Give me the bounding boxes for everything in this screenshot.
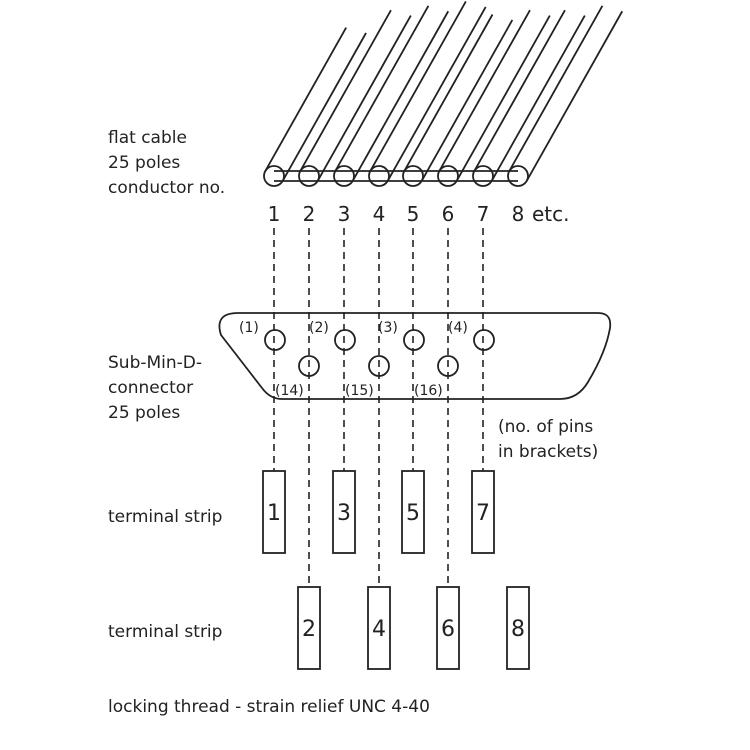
pin-label: (4)	[448, 320, 468, 336]
terminal-number: 2	[302, 617, 316, 642]
conductor-line	[369, 1, 467, 172]
conductor-circle	[298, 165, 320, 187]
conductor-line	[351, 10, 450, 182]
conductor-line	[299, 9, 392, 172]
terminal-box	[401, 470, 425, 554]
terminal-box	[471, 470, 495, 554]
conductor-line	[264, 27, 347, 172]
terminal-number: 4	[372, 617, 386, 642]
pin-circle	[334, 329, 356, 351]
conductor-circle	[263, 165, 285, 187]
conductor-circle	[402, 165, 424, 187]
conductor-circle	[507, 165, 529, 187]
terminal-box	[506, 586, 530, 670]
conductor-circle	[368, 165, 390, 187]
terminal-number: 3	[337, 501, 351, 526]
pin-circle	[473, 329, 495, 351]
conductor-line	[420, 19, 514, 182]
conductor-number: 7	[477, 202, 490, 226]
conductor-etc: etc.	[532, 202, 570, 226]
terminal-strip-bottom-label: terminal strip	[108, 622, 222, 642]
conductor-line	[438, 9, 531, 172]
terminal-strip-top-label: terminal strip	[108, 507, 222, 527]
conductor-line	[473, 9, 566, 172]
pin-circle	[298, 355, 320, 377]
conductor-circle	[333, 165, 355, 187]
connector-label-2: connector	[108, 378, 193, 398]
terminal-box	[297, 586, 321, 670]
conductor-circle	[437, 165, 459, 187]
conductor-number: 5	[407, 202, 420, 226]
flat-cable-label-3: conductor no.	[108, 178, 225, 198]
conductor-circle	[472, 165, 494, 187]
pins-note-1: (no. of pins	[498, 417, 593, 437]
pin-circle	[368, 355, 390, 377]
terminal-number: 6	[441, 617, 455, 642]
conductor-number: 4	[373, 202, 386, 226]
pin-label: (16)	[414, 383, 443, 399]
connector-label-3: 25 poles	[108, 403, 180, 423]
conductor-number: 2	[303, 202, 316, 226]
conductor-line	[490, 15, 586, 182]
flat-cable	[263, 1, 624, 187]
terminal-number: 1	[267, 501, 281, 526]
conductor-line	[508, 5, 604, 172]
pin-circle	[403, 329, 425, 351]
conductor-line	[386, 6, 487, 182]
conductor-line	[455, 15, 551, 182]
pin-label: (14)	[275, 383, 304, 399]
terminal-number: 7	[476, 501, 490, 526]
pin-label: (3)	[378, 320, 398, 336]
terminal-box	[367, 586, 391, 670]
terminal-box	[436, 586, 460, 670]
pins-note-2: in brackets)	[498, 442, 598, 462]
conductor-line	[281, 32, 367, 182]
flat-cable-label-1: flat cable	[108, 128, 187, 148]
conductor-line	[316, 15, 412, 182]
conductor-line	[334, 5, 430, 172]
wire-dashes	[273, 228, 484, 587]
sub-d-connector-shell	[218, 312, 612, 400]
terminal-box	[262, 470, 286, 554]
conductor-number: 6	[442, 202, 455, 226]
conductor-line	[403, 14, 494, 172]
connector-pins: (1) (2) (3) (4) (14) (15) (16)	[239, 320, 495, 399]
terminal-strips: 1 3 5 7 2 4 6 8	[262, 470, 530, 670]
pin-label: (1)	[239, 320, 259, 336]
terminal-number: 8	[511, 617, 525, 642]
footer-note: locking thread - strain relief UNC 4-40	[108, 697, 430, 717]
connector-label-1: Sub-Min-D-	[108, 353, 202, 373]
terminal-number: 5	[406, 501, 420, 526]
flat-cable-label-2: 25 poles	[108, 153, 180, 173]
pin-circle	[264, 329, 286, 351]
conductor-number: 8	[512, 202, 525, 226]
conductor-number: 3	[338, 202, 351, 226]
conductor-number: 1	[268, 202, 281, 226]
pin-circle	[437, 355, 459, 377]
pin-label: (2)	[309, 320, 329, 336]
pin-label: (15)	[345, 383, 374, 399]
conductor-line	[525, 10, 624, 182]
terminal-box	[332, 470, 356, 554]
